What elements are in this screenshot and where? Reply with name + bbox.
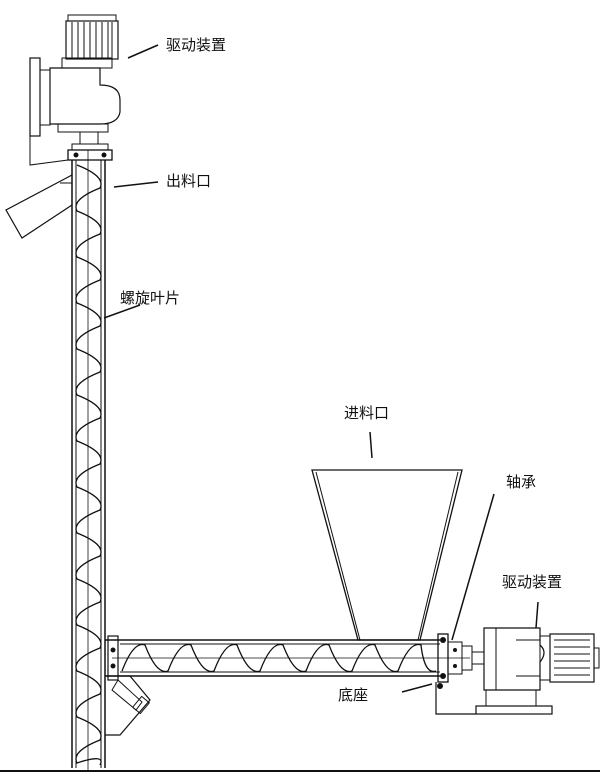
label-top-drive: 驱动装置 xyxy=(166,36,226,54)
label-bearing: 轴承 xyxy=(506,473,536,491)
label-base: 底座 xyxy=(338,686,368,704)
leader-side-drive xyxy=(535,601,539,629)
label-blade: 螺旋叶片 xyxy=(120,289,180,307)
leader-inlet xyxy=(369,431,373,459)
leader-bearing xyxy=(451,493,495,641)
top-drive-unit xyxy=(29,14,121,166)
leader-base xyxy=(401,683,433,693)
horizontal-blade-path xyxy=(121,643,437,673)
vertical-tube xyxy=(71,150,106,770)
label-side-drive: 驱动装置 xyxy=(502,573,562,591)
leader-top-drive xyxy=(127,44,159,59)
side-drive-unit xyxy=(435,627,600,715)
outlet-chute xyxy=(5,174,73,239)
label-outlet: 出料口 xyxy=(166,172,211,190)
leader-blade xyxy=(103,304,141,319)
label-inlet: 进料口 xyxy=(344,404,389,422)
leader-outlet xyxy=(113,181,159,188)
vertical-screw-blade xyxy=(75,164,102,766)
horizontal-tube xyxy=(105,635,470,736)
inlet-hopper xyxy=(311,469,463,641)
horizontal-screw-blade xyxy=(121,643,437,673)
bearing-assembly xyxy=(437,633,485,683)
vertical-blade-path xyxy=(75,164,102,766)
